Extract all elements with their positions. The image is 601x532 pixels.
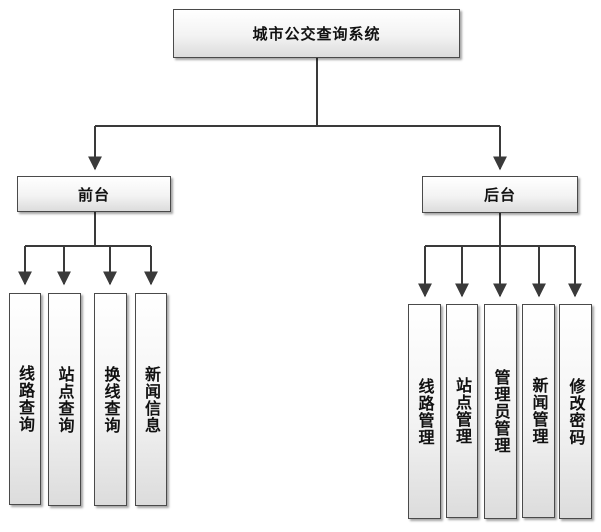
backend-leaf-4: 新闻管理 xyxy=(522,304,555,518)
frontend-node-label: 前台 xyxy=(77,185,110,204)
frontend-node: 前台 xyxy=(17,176,171,212)
frontend-leaf-4: 新闻信息 xyxy=(135,293,167,506)
frontend-leaf-1: 线路查询 xyxy=(9,293,41,505)
backend-leaf-3-label: 管理员管理 xyxy=(491,369,511,454)
backend-leaf-2: 站点管理 xyxy=(446,304,478,518)
backend-leaf-1-label: 线路管理 xyxy=(415,377,435,446)
root-node-label: 城市公交查询系统 xyxy=(252,25,381,43)
backend-leaf-4-label: 新闻管理 xyxy=(529,377,549,445)
backend-leaf-1: 线路管理 xyxy=(408,304,441,519)
backend-leaf-3: 管理员管理 xyxy=(484,304,517,519)
frontend-leaf-2-label: 站点查询 xyxy=(55,365,75,434)
backend-leaf-2-label: 站点管理 xyxy=(453,377,472,445)
frontend-leaf-2: 站点查询 xyxy=(48,293,81,506)
backend-node: 后台 xyxy=(422,176,578,213)
root-node: 城市公交查询系统 xyxy=(173,9,460,58)
frontend-leaf-1-label: 线路查询 xyxy=(16,365,35,433)
frontend-leaf-3: 换线查询 xyxy=(94,293,127,506)
frontend-leaf-4-label: 新闻信息 xyxy=(142,365,161,434)
backend-leaf-5: 修改密码 xyxy=(559,304,592,519)
backend-leaf-5-label: 修改密码 xyxy=(566,377,586,446)
backend-node-label: 后台 xyxy=(483,186,516,204)
frontend-leaf-3-label: 换线查询 xyxy=(101,365,121,434)
